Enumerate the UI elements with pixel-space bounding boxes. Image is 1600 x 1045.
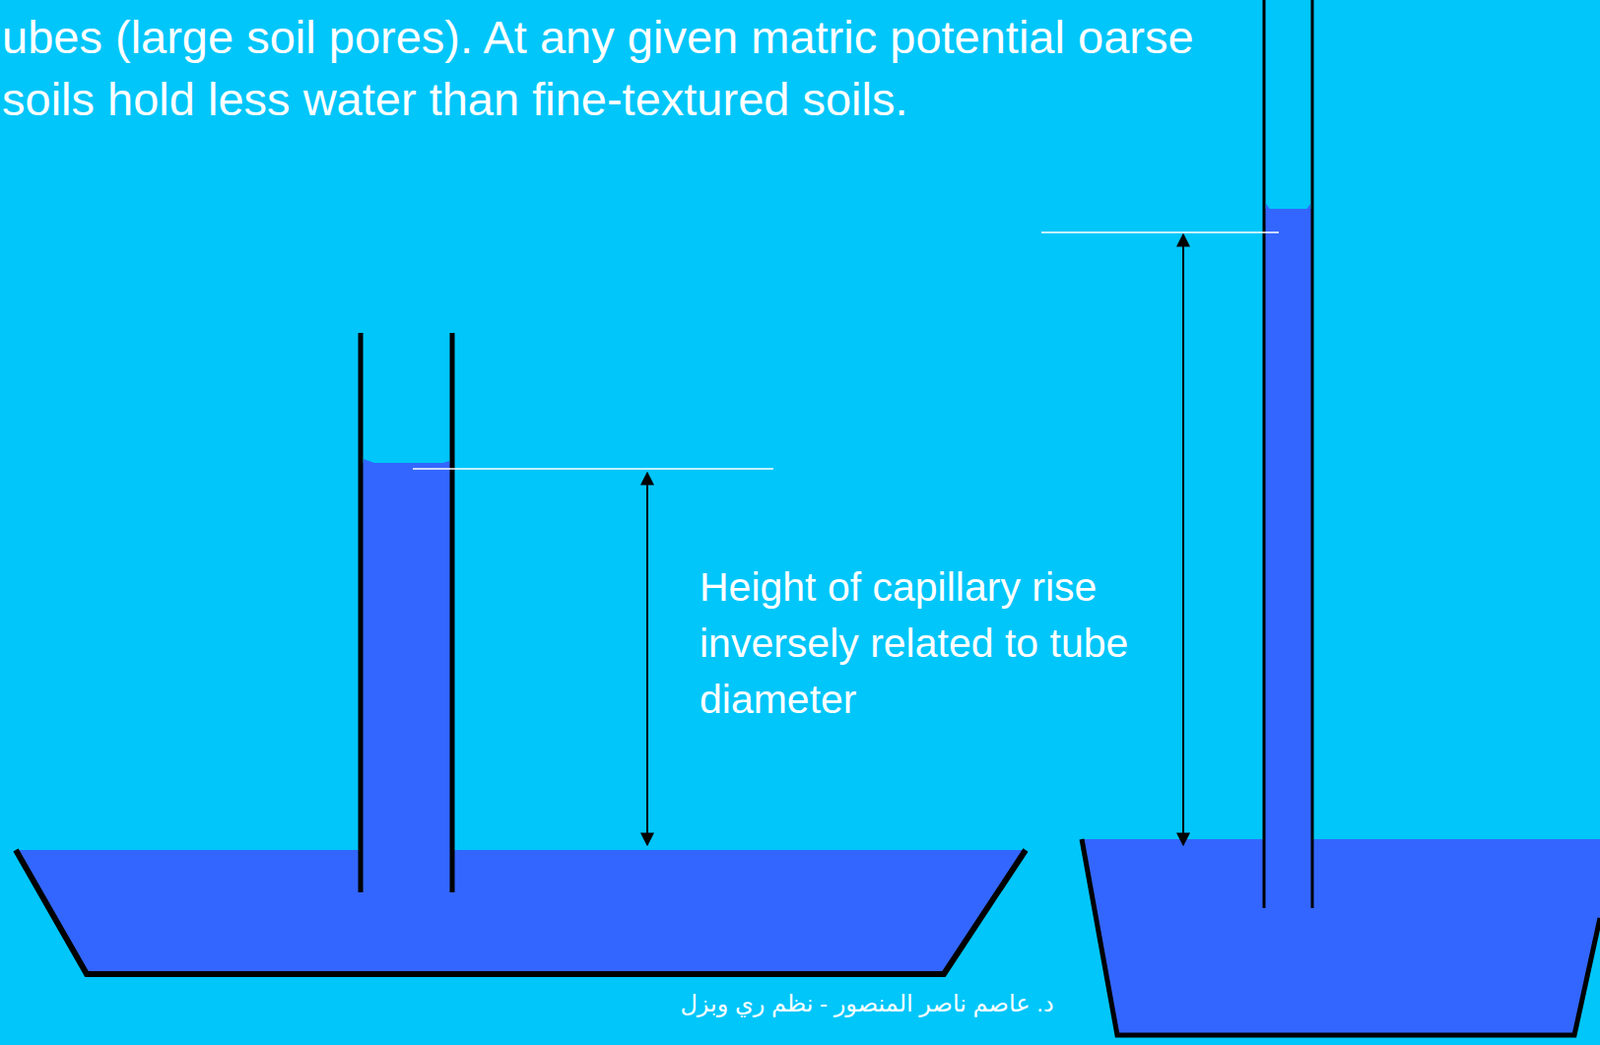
tube-water [360, 463, 453, 853]
water-basin [15, 850, 1026, 975]
level-line [1041, 231, 1279, 234]
meniscus [1266, 203, 1311, 221]
level-line [412, 467, 774, 470]
basin-outline [15, 850, 1026, 975]
tube-water [1264, 208, 1313, 845]
height-arrow [1182, 234, 1185, 846]
water-basin [1081, 839, 1600, 1036]
tube-wall [450, 333, 456, 893]
watermark: د. عاصم ناصر المنصور - نظم ري وبزل [551, 989, 1183, 1019]
tube-wall [358, 333, 364, 893]
tube-wall [1263, 0, 1267, 909]
height-arrow [646, 472, 649, 846]
annotation-text: Height of capillary rise inversely relat… [699, 559, 1163, 729]
tube-wall [1311, 0, 1315, 909]
basin-outline [1081, 839, 1600, 1036]
intro-text: ubes (large soil pores). At any given ma… [1, 5, 1264, 131]
meniscus [363, 459, 450, 469]
